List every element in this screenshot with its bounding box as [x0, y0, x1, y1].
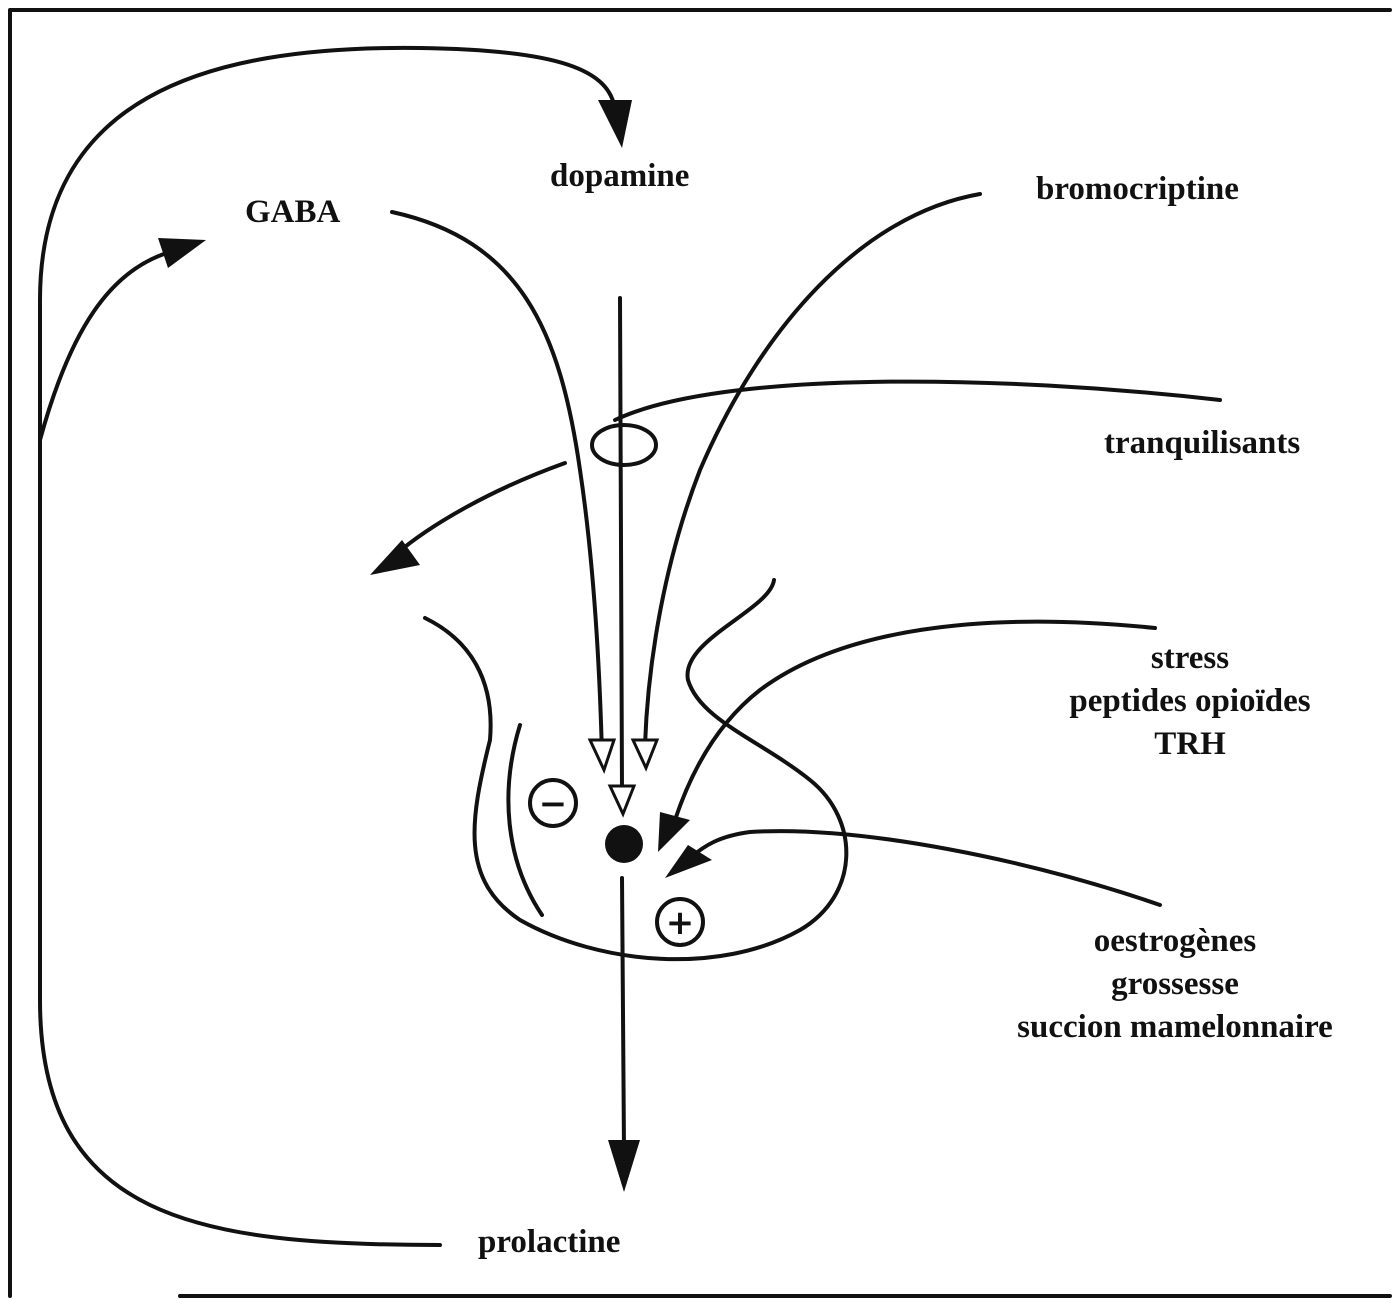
tranquilisants-blocking-arrow: [395, 463, 565, 555]
label-gaba: GABA: [245, 196, 340, 229]
arrowhead-oestrogenes: [665, 845, 712, 878]
arrowhead-prolactine: [608, 1140, 640, 1192]
feedback-branch-to-gaba: [40, 252, 170, 440]
cell-nucleus: [605, 825, 643, 863]
label-succion-mamelonnaire: succion mamelonnaire: [990, 1011, 1360, 1044]
arrowhead-stress: [658, 812, 690, 852]
receptor-loop: [592, 425, 656, 465]
gaba-pathway: [392, 212, 602, 755]
label-tranquilisants: tranquilisants: [1104, 427, 1300, 460]
label-trh: TRH: [1040, 728, 1340, 761]
label-oestrogenes: oestrogènes: [990, 925, 1360, 958]
prolactine-pathway: [622, 878, 624, 1150]
bromocriptine-pathway: [645, 194, 980, 745]
oestrogenes-pathway: [690, 831, 1160, 905]
dopamine-pathway: [620, 298, 622, 790]
inhibition-sign: −: [530, 780, 576, 826]
label-peptides-opioides: peptides opioïdes: [1040, 685, 1340, 718]
pituitary-cell-outline: [425, 580, 846, 959]
label-bromocriptine: bromocriptine: [1036, 173, 1239, 206]
arrowhead-gaba-cell: [590, 740, 614, 770]
stimulation-sign-text: +: [666, 903, 695, 943]
label-stress: stress: [1040, 642, 1340, 675]
label-grossesse: grossesse: [990, 968, 1360, 1001]
arrowhead-gaba: [158, 238, 206, 268]
arrowhead-dopamine-cell: [610, 786, 634, 814]
arrowhead-tranquilisants: [370, 540, 420, 575]
arrowhead-dopamine: [598, 100, 632, 148]
tranquilisants-pathway: [615, 382, 1220, 420]
label-stimuli-bottom: oestrogènes grossesse succion mamelonnai…: [990, 925, 1360, 1054]
inhibition-sign-text: −: [539, 784, 568, 824]
label-stimuli-top: stress peptides opioïdes TRH: [1040, 642, 1340, 771]
stimulation-sign: +: [657, 899, 703, 945]
label-dopamine: dopamine: [550, 160, 689, 193]
label-prolactine: prolactine: [478, 1226, 620, 1259]
arrowhead-bromocriptine-cell: [633, 740, 657, 768]
